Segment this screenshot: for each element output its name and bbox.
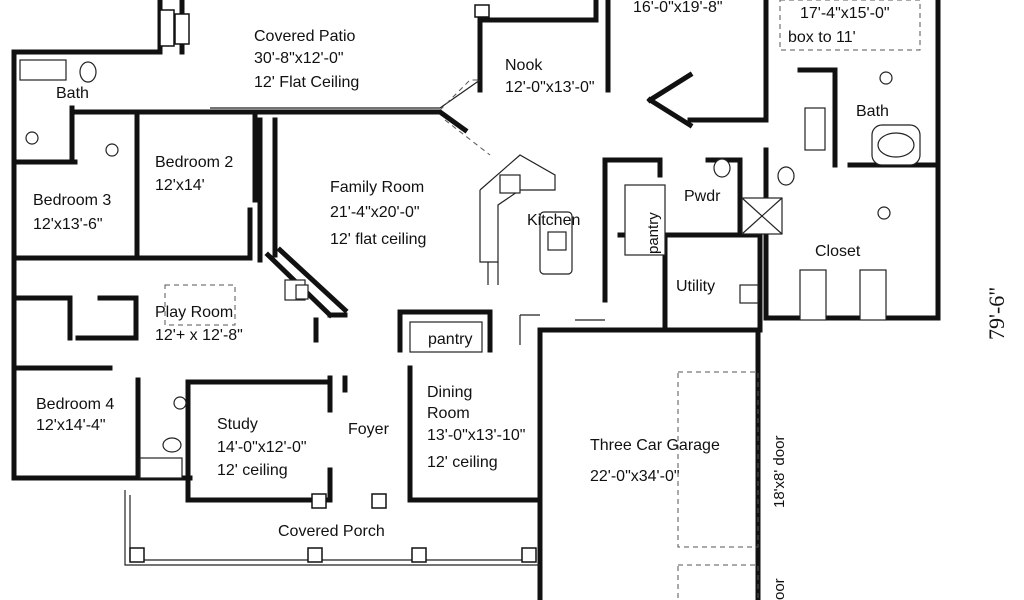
dining-ceiling: 12' ceiling xyxy=(427,454,498,471)
family-room-size: 21'-4"x20'-0" xyxy=(330,204,420,221)
utility-label: Utility xyxy=(676,278,715,295)
bedroom2-name: Bedroom 2 xyxy=(155,154,233,171)
dining-pantry-label: pantry xyxy=(428,331,472,348)
covered-patio-size: 30'-8"x12'-0" xyxy=(254,50,344,67)
garage-size: 22'-0"x34'-0" xyxy=(590,468,680,485)
overall-depth-dimension: 79'-6" xyxy=(984,287,1009,340)
study-ceiling: 12' ceiling xyxy=(217,462,288,479)
room-labels: Covered Patio 30'-8"x12'-0" 12' Flat Cei… xyxy=(33,0,1009,600)
bedroom4-size: 12'x14'-4" xyxy=(36,417,106,434)
play-room-size: 12'+ x 12'-8" xyxy=(155,327,243,344)
details xyxy=(13,0,921,600)
bedroom3-name: Bedroom 3 xyxy=(33,192,111,209)
family-room-name: Family Room xyxy=(330,179,424,196)
study-name: Study xyxy=(217,416,258,433)
kitchen-pantry-label: pantry xyxy=(645,212,662,254)
garage-door-label-2: oor xyxy=(771,578,788,600)
covered-patio-ceiling: 12' Flat Ceiling xyxy=(254,74,359,91)
nook-name: Nook xyxy=(505,57,543,74)
sitting-note: box to 11' xyxy=(788,29,856,46)
kitchen-name: Kitchen xyxy=(527,212,580,229)
garage-name: Three Car Garage xyxy=(590,437,720,454)
covered-patio-name: Covered Patio xyxy=(254,28,355,45)
dining-name: Dining xyxy=(427,384,472,401)
bedroom4-name: Bedroom 4 xyxy=(36,396,114,413)
powder-label: Pwdr xyxy=(684,188,721,205)
study-size: 14'-0"x12'-0" xyxy=(217,439,307,456)
bedroom2-size: 12'x14' xyxy=(155,177,205,194)
dining-name-2: Room xyxy=(427,405,470,422)
family-room-ceiling: 12' flat ceiling xyxy=(330,231,426,248)
walls xyxy=(11,0,941,600)
bath-right-label: Bath xyxy=(856,103,889,120)
nook-size: 12'-0"x13'-0" xyxy=(505,79,595,96)
garage-door-label-1: 18'x8' door xyxy=(771,436,788,508)
covered-porch-label: Covered Porch xyxy=(278,523,385,540)
play-room-name: Play Room xyxy=(155,304,233,321)
bedroom3-size: 12'x13'-6" xyxy=(33,216,103,233)
foyer-label: Foyer xyxy=(348,421,390,438)
dining-size: 13'-0"x13'-10" xyxy=(427,427,525,444)
bath-left-label: Bath xyxy=(56,85,89,102)
closet-label: Closet xyxy=(815,243,861,260)
sitting-size: 17'-4"x15'-0" xyxy=(800,5,890,22)
master-bedroom-size: 16'-0"x19'-8" xyxy=(633,0,723,16)
